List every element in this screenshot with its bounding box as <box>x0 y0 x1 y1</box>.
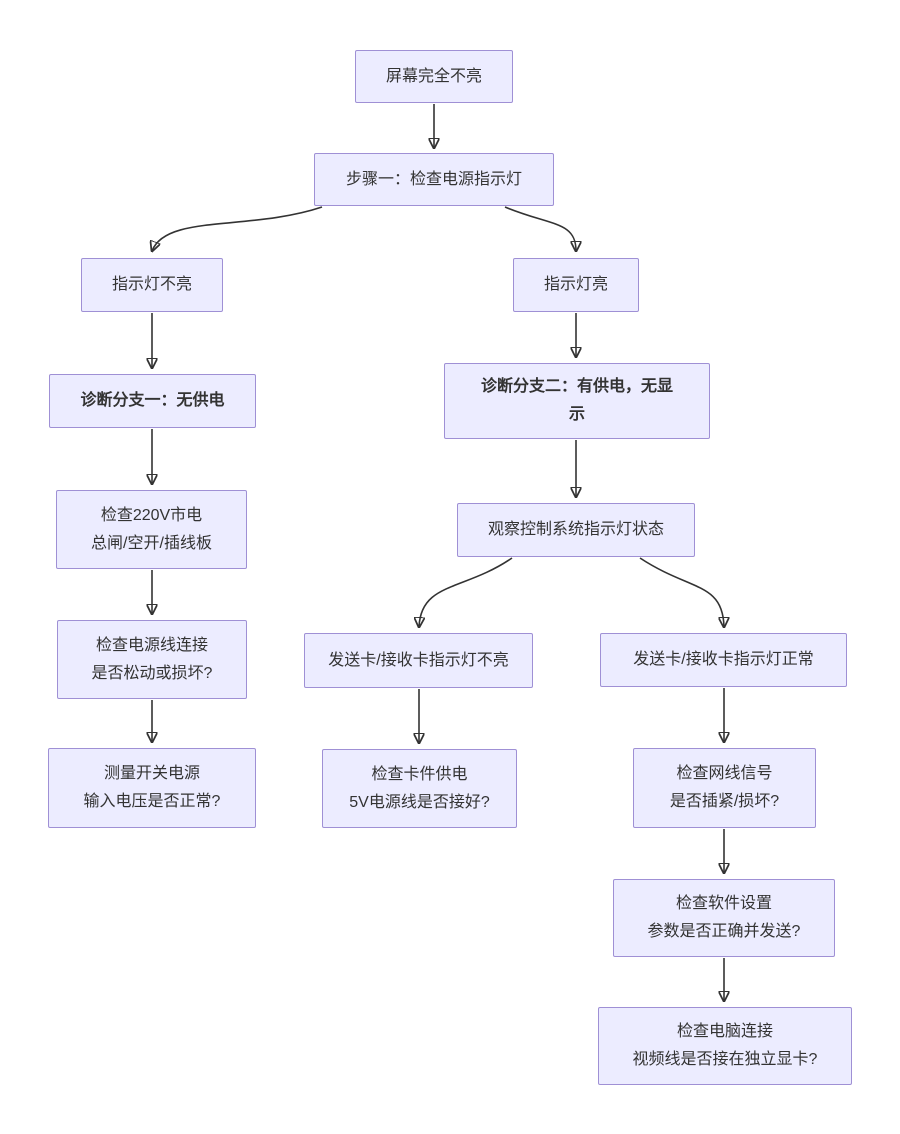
edge-observe-to-card-off <box>419 557 513 627</box>
node-measure-psu-voltage: 测量开关电源 输入电压是否正常? <box>48 748 256 828</box>
edge-step1-to-led-on <box>504 206 576 251</box>
edge-step1-to-led-off <box>152 206 323 251</box>
node-led-on: 指示灯亮 <box>513 258 639 312</box>
node-led-off: 指示灯不亮 <box>81 258 223 312</box>
node-check-card-5v: 检查卡件供电 5V电源线是否接好? <box>322 749 517 828</box>
node-screen-dark: 屏幕完全不亮 <box>355 50 513 103</box>
node-step1-check-power-led: 步骤一：检查电源指示灯 <box>314 153 554 206</box>
node-check-lan-cable: 检查网线信号 是否插紧/损坏? <box>633 748 816 828</box>
edge-observe-to-card-normal <box>639 557 724 627</box>
node-check-pc-connection: 检查电脑连接 视频线是否接在独立显卡? <box>598 1007 852 1085</box>
node-card-led-off: 发送卡/接收卡指示灯不亮 <box>304 633 533 688</box>
node-card-led-normal: 发送卡/接收卡指示灯正常 <box>600 633 847 687</box>
node-check-220v-mains: 检查220V市电 总闸/空开/插线板 <box>56 490 247 569</box>
node-observe-control-leds: 观察控制系统指示灯状态 <box>457 503 695 557</box>
node-check-software-settings: 检查软件设置 参数是否正确并发送? <box>613 879 835 957</box>
node-branch1-no-power: 诊断分支一：无供电 <box>49 374 256 428</box>
node-check-power-cord: 检查电源线连接 是否松动或损坏? <box>57 620 247 699</box>
node-branch2-power-no-display: 诊断分支二：有供电，无显 示 <box>444 363 710 439</box>
